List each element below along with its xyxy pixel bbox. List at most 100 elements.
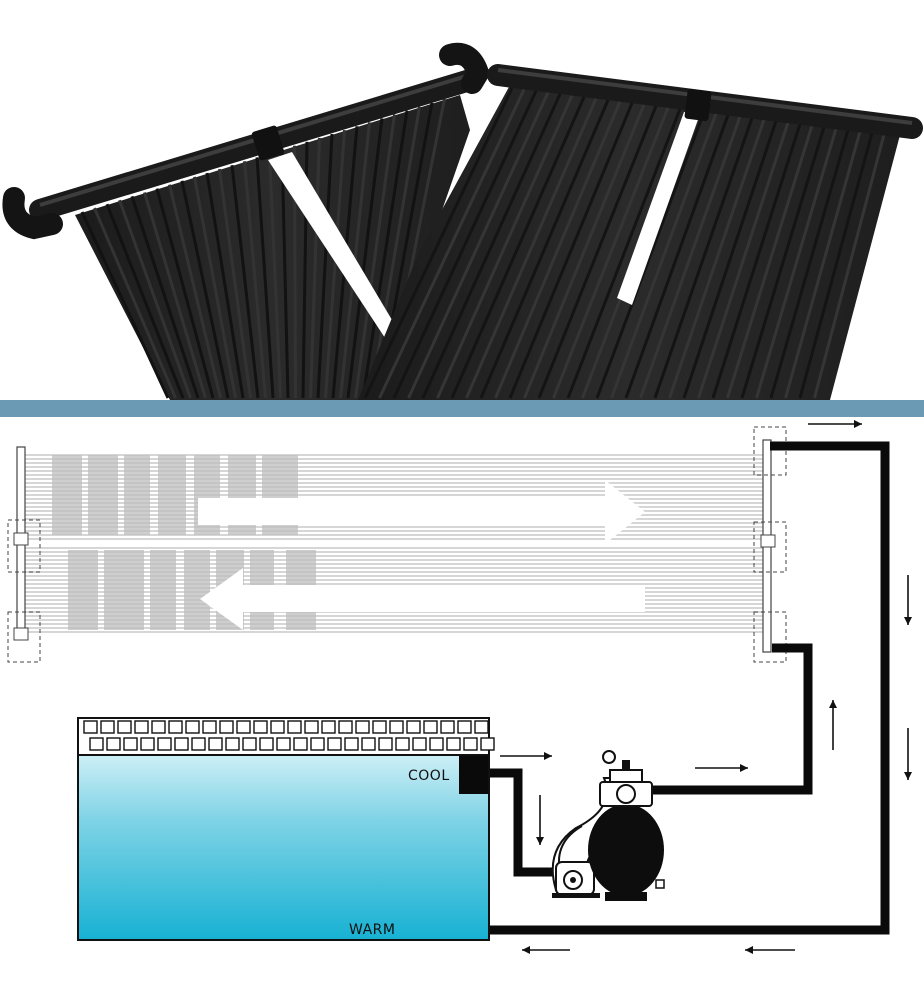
panel-tube bbox=[566, 108, 682, 399]
solar-collectors-schematic bbox=[25, 454, 763, 633]
pool-tile bbox=[100, 720, 115, 734]
collector-band bbox=[124, 455, 150, 535]
right-manifold bbox=[753, 426, 787, 663]
panel-tube bbox=[610, 112, 718, 399]
panel-tube bbox=[309, 137, 321, 399]
flow-arrows bbox=[500, 420, 912, 954]
pool-tile bbox=[191, 737, 206, 751]
panel-tube bbox=[813, 134, 886, 399]
collector-band bbox=[184, 550, 210, 630]
product-photo bbox=[2, 42, 923, 400]
panel-tube bbox=[361, 110, 409, 399]
arrow-icon bbox=[829, 700, 837, 708]
collector-band bbox=[88, 455, 118, 535]
pool-tile bbox=[480, 737, 495, 751]
panel-tube bbox=[193, 176, 237, 399]
panel-tube bbox=[243, 161, 267, 399]
pool-tile bbox=[225, 737, 240, 751]
collector-band bbox=[150, 550, 176, 630]
arrow-icon bbox=[740, 764, 748, 772]
panel-tube bbox=[755, 128, 838, 399]
panel-tube bbox=[726, 125, 814, 399]
flow-diagram: COOL WARM bbox=[7, 420, 912, 954]
pool-tile bbox=[134, 720, 149, 734]
panel-tube bbox=[354, 114, 396, 399]
panel-tube bbox=[421, 93, 562, 399]
panel-tube bbox=[143, 192, 207, 399]
right-panel-gap bbox=[617, 112, 700, 305]
pool-tile bbox=[355, 720, 370, 734]
panel-tube bbox=[465, 97, 598, 399]
pool-tile bbox=[395, 737, 410, 751]
pool-tile bbox=[123, 737, 138, 751]
panel-tube bbox=[392, 90, 538, 399]
panel-tube bbox=[595, 111, 706, 399]
left-panel-tubes bbox=[80, 98, 446, 399]
pool-tile bbox=[174, 737, 189, 751]
cool-outlet-fitting bbox=[459, 756, 488, 794]
panel-tube bbox=[80, 211, 170, 399]
pool-tiles bbox=[83, 720, 495, 751]
pool-tile bbox=[208, 737, 223, 751]
pool-tile bbox=[389, 720, 404, 734]
arrow-icon bbox=[904, 617, 912, 625]
pool-water bbox=[77, 754, 490, 941]
pool-tile bbox=[474, 720, 489, 734]
panel-tube bbox=[552, 106, 670, 399]
pool-tile bbox=[304, 720, 319, 734]
right-header-coupler bbox=[684, 88, 712, 122]
panel-tube bbox=[479, 99, 610, 399]
collector-flow-arrow-right bbox=[198, 480, 645, 544]
pool-tile bbox=[270, 720, 285, 734]
pool-tile bbox=[242, 737, 257, 751]
right-panel-tubes bbox=[363, 87, 886, 399]
return-pipe bbox=[412, 441, 890, 935]
pool-tile bbox=[463, 737, 478, 751]
panel-tube bbox=[255, 157, 275, 399]
pool-tile bbox=[157, 737, 172, 751]
collector-flow-arrow-left bbox=[200, 568, 645, 630]
pool-tile bbox=[423, 720, 438, 734]
pool-tile bbox=[287, 720, 302, 734]
pool-tile bbox=[327, 737, 342, 751]
arrow-icon bbox=[854, 420, 862, 428]
arrow-icon bbox=[904, 772, 912, 780]
panel-tube bbox=[450, 96, 586, 399]
panel-tube bbox=[769, 129, 850, 399]
pool-tile bbox=[236, 720, 251, 734]
divider-band bbox=[0, 400, 924, 417]
pool-tile bbox=[253, 720, 268, 734]
panel-tube bbox=[346, 118, 384, 399]
pool-tile bbox=[429, 737, 444, 751]
panel-tube bbox=[105, 203, 185, 399]
panel-tube bbox=[378, 88, 526, 399]
collector-band bbox=[68, 550, 98, 630]
pool-tile bbox=[372, 720, 387, 734]
pool bbox=[77, 717, 495, 941]
panel-tube bbox=[118, 199, 192, 399]
pool-tile bbox=[89, 737, 104, 751]
cool-label: COOL bbox=[408, 768, 450, 784]
panel-tube bbox=[508, 102, 634, 399]
warm-label: WARM bbox=[349, 922, 395, 938]
pool-tile bbox=[446, 737, 461, 751]
left-header-pipe bbox=[29, 69, 481, 221]
pool-tile bbox=[117, 720, 132, 734]
left-elbow-connector bbox=[2, 187, 63, 240]
panel-tube bbox=[537, 105, 658, 399]
pool-tile bbox=[276, 737, 291, 751]
pool-tile bbox=[106, 737, 121, 751]
panel-tube bbox=[230, 165, 260, 399]
suction-pipe bbox=[486, 768, 556, 877]
pool-tile bbox=[361, 737, 376, 751]
pool-tile bbox=[140, 737, 155, 751]
panel-tube bbox=[180, 180, 230, 399]
collector-band bbox=[52, 455, 82, 535]
panel-tube bbox=[93, 207, 177, 399]
panel-tube bbox=[784, 131, 862, 399]
panel-tube bbox=[653, 117, 754, 399]
panel-tube bbox=[205, 172, 245, 399]
pool-tile bbox=[259, 737, 274, 751]
pool-tile bbox=[412, 737, 427, 751]
